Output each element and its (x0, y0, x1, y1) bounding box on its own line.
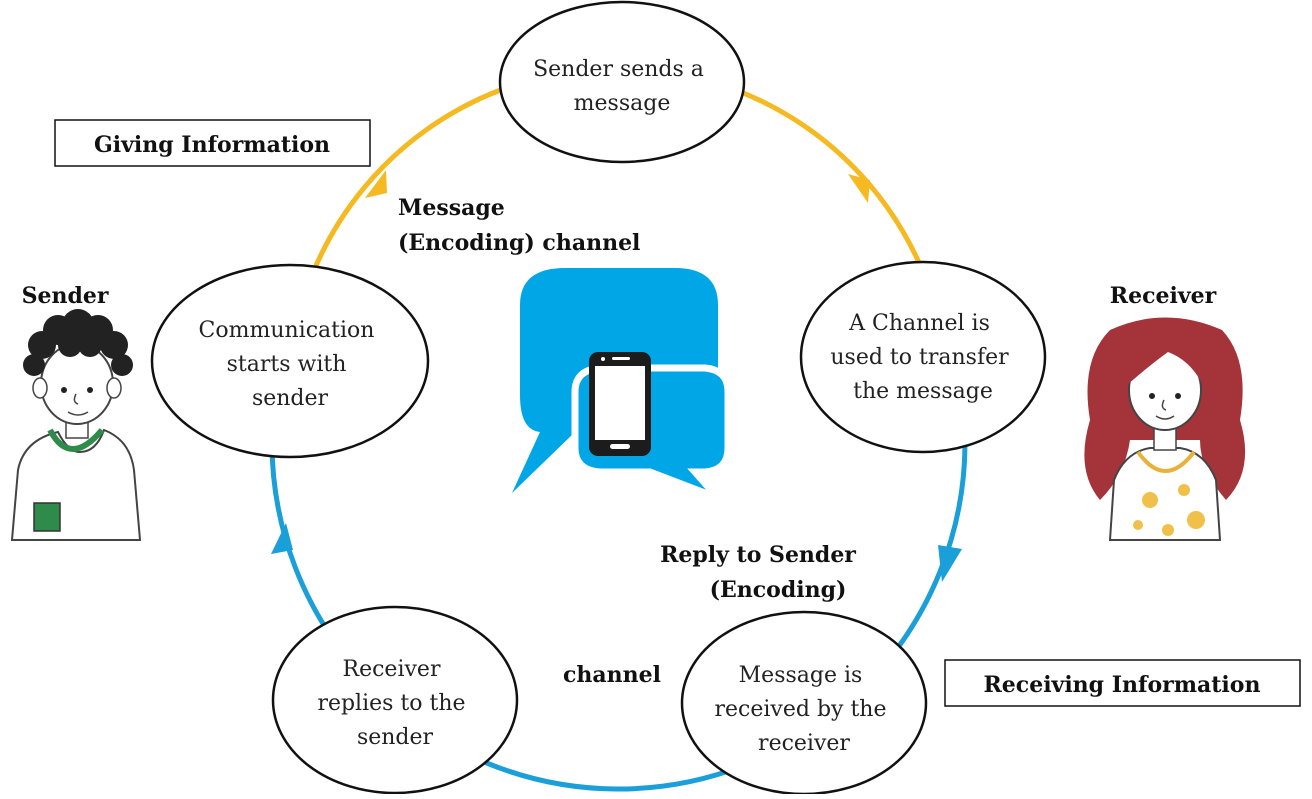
giving-information-label: Giving Information (94, 132, 330, 158)
arrow-down-right-blue-icon (938, 545, 962, 582)
node-communication-starts-line1: Communication (199, 318, 375, 343)
node-receiver-replies-line3: sender (357, 725, 434, 750)
node-channel-used: A Channel is used to transfer the messag… (799, 260, 1047, 454)
node-message-received-line2: received by the (715, 697, 887, 722)
node-message-received-line3: receiver (758, 731, 850, 756)
node-message-received-line1: Message is (739, 663, 863, 688)
receiver-label: Receiver (1110, 283, 1217, 309)
reply-arc (269, 439, 968, 792)
node-receiver-replies-line1: Receiver (343, 657, 441, 682)
node-sender-sends-line1: Sender sends a (533, 57, 704, 82)
svg-text:Communication starts wit: Communication starts with sender (199, 318, 382, 411)
receiving-information-box: Receiving Information (944, 659, 1301, 707)
encoding-channel-label: (Encoding) channel (398, 230, 640, 256)
sender-label: Sender (22, 283, 109, 309)
node-message-received: Message is received by the receiver (680, 610, 928, 796)
svg-text:Message is received by t: Message is received by the receiver (715, 663, 894, 756)
node-communication-starts-line3: sender (252, 386, 329, 411)
arrow-up-left-icon (365, 170, 387, 198)
channel-label: channel (563, 662, 661, 688)
node-channel-used-line3: the message (853, 379, 993, 404)
message-label: Message (398, 195, 505, 221)
svg-text:A Channel is used to tra: A Channel is used to transfer the messag… (830, 311, 1015, 404)
giving-information-box: Giving Information (54, 119, 371, 167)
svg-text:Receiver replies to the: Receiver replies to the sender (317, 657, 472, 750)
node-receiver-replies: Receiver replies to the sender (271, 605, 519, 795)
node-sender-sends-line2: message (574, 91, 671, 116)
node-sender-sends: Sender sends a message (498, 0, 746, 164)
reply-to-sender-label: Reply to Sender (660, 542, 856, 568)
reply-encoding-label: (Encoding) (710, 577, 847, 603)
svg-text:Sender sends a message: Sender sends a message (533, 57, 711, 116)
node-channel-used-line1: A Channel is (848, 311, 990, 336)
girl-avatar-icon (1084, 317, 1246, 541)
node-communication-starts: Communication starts with sender (150, 263, 430, 459)
receiving-information-label: Receiving Information (984, 672, 1261, 698)
chat-bubbles-phone-icon (512, 268, 732, 502)
boy-avatar-icon (10, 309, 142, 541)
node-communication-starts-line2: starts with (227, 352, 347, 377)
arrow-up-left-blue-icon (271, 523, 293, 554)
node-receiver-replies-line2: replies to the (317, 691, 465, 716)
arrow-down-right-icon (848, 174, 870, 203)
node-channel-used-line2: used to transfer (830, 345, 1009, 370)
